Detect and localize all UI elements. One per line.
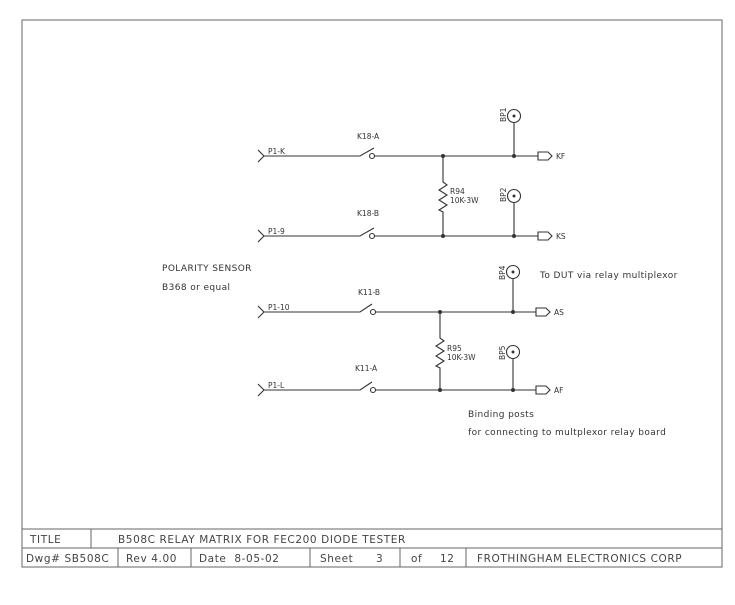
- output-label: AS: [554, 308, 564, 317]
- sheet-number: 3: [376, 553, 383, 565]
- drawing-frame: [21, 19, 723, 568]
- input-connector-p1-k: [257, 147, 375, 163]
- circuit-af: P1-L K11-A AF BP5: [257, 344, 563, 397]
- relay-label: K11-B: [358, 288, 380, 297]
- output-connector-as: [535, 307, 551, 317]
- date: Date 8-05-02: [199, 553, 280, 565]
- circuit-as: P1-10 K11-B AS BP4: [257, 264, 564, 319]
- drawing-title: B508C RELAY MATRIX FOR FEC200 DIODE TEST…: [118, 534, 406, 546]
- output-label: KS: [556, 232, 566, 241]
- binding-posts-note: Binding posts: [468, 410, 534, 420]
- resistor-r94: R94 10K-3W: [437, 154, 516, 238]
- input-label: P1-10: [268, 303, 290, 312]
- post-label: BP1: [499, 107, 508, 122]
- output-label: KF: [556, 152, 565, 161]
- resistor-ref: R94: [450, 187, 465, 196]
- post-label: BP4: [498, 265, 507, 280]
- revision: Rev 4.00: [126, 553, 177, 565]
- circuit-kf: P1-K K18-A KF BP1: [257, 107, 565, 163]
- input-label: P1-K: [268, 147, 286, 156]
- of-label: of: [411, 553, 422, 565]
- title-block: TITLE B508C RELAY MATRIX FOR FEC200 DIOD…: [22, 528, 722, 567]
- dut-note: To DUT via relay multiplexor: [539, 271, 678, 281]
- output-connector-ks: [537, 231, 553, 241]
- resistor-r95: R95 10K-3W: [434, 310, 515, 392]
- sensor-part-note: B368 or equal: [162, 283, 230, 293]
- post-label: BP5: [498, 345, 507, 360]
- total-sheets: 12: [440, 553, 455, 565]
- title-label: TITLE: [29, 534, 61, 546]
- polarity-sensor-note: POLARITY SENSOR: [162, 264, 252, 274]
- resistor-ref: R95: [447, 344, 462, 353]
- company-name: FROTHINGHAM ELECTRONICS CORP: [477, 553, 682, 565]
- resistor-value: 10K-3W: [447, 353, 476, 362]
- sheet-label: Sheet: [320, 553, 353, 565]
- post-label: BP2: [499, 187, 508, 202]
- drawing-number: Dwg# SB508C: [26, 553, 109, 565]
- relay-label: K11-A: [355, 364, 378, 373]
- input-label: P1-L: [268, 381, 285, 390]
- relay-label: K18-A: [357, 132, 380, 141]
- resistor-value: 10K-3W: [450, 196, 479, 205]
- output-connector-kf: [537, 151, 553, 161]
- binding-posts-note-2: for connecting to multplexor relay board: [468, 428, 666, 438]
- relay-label: K18-B: [357, 209, 379, 218]
- circuit-ks: P1-9 K18-B KS BP2: [257, 187, 566, 243]
- relay-contact: [368, 152, 376, 160]
- output-connector-af: [535, 385, 551, 395]
- input-label: P1-9: [268, 227, 285, 236]
- output-label: AF: [554, 386, 563, 395]
